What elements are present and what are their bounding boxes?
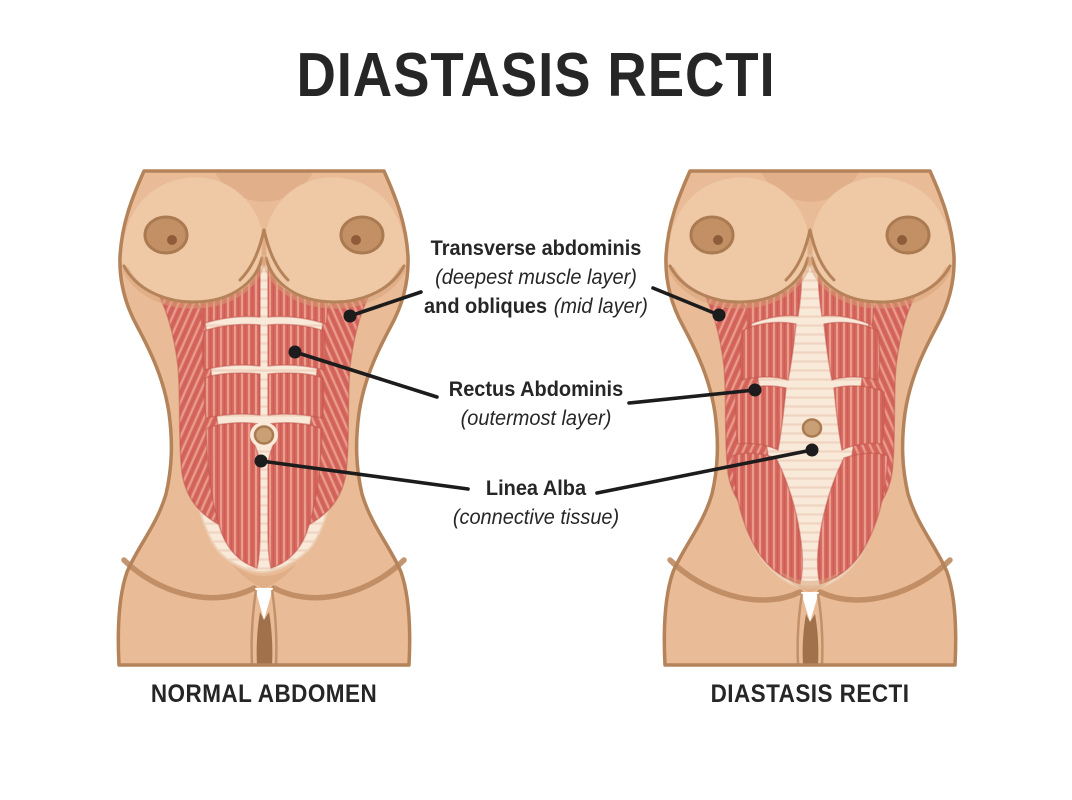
label-obliques-line: and obliques(mid layer) (394, 292, 679, 321)
label-rectus-name: Rectus Abdominis (448, 378, 624, 401)
label-transverse-detail: (deepest muscle layer) (435, 266, 637, 289)
label-linea-detail: (connective tissue) (452, 506, 620, 529)
breasts (122, 177, 406, 309)
torso-outline (116, 169, 412, 667)
label-linea-alba: Linea Alba (connective tissue) (394, 474, 679, 532)
normal-abdomen-figure (114, 168, 414, 668)
areola-left (689, 215, 735, 255)
normal-abdomen-illustration (116, 169, 412, 667)
label-rectus-detail: (outermost layer) (460, 407, 612, 430)
torso-outline (662, 169, 958, 667)
diastasis-recti-illustration (662, 169, 958, 667)
areola-right (885, 215, 931, 255)
areola-right (339, 215, 385, 255)
label-transverse-abdominis: Transverse abdominis (deepest muscle lay… (394, 234, 679, 321)
navel (801, 418, 823, 438)
navel (250, 422, 278, 448)
diastasis-recti-figure (660, 168, 960, 668)
breasts (668, 177, 952, 309)
groin-shading (121, 557, 407, 666)
diagram-title: DIASTASIS RECTI (296, 41, 776, 110)
label-linea-name: Linea Alba (485, 477, 587, 500)
caption-diastasis-recti: DIASTASIS RECTI (710, 680, 910, 708)
groin-shading (667, 557, 953, 666)
label-transverse-name: Transverse abdominis (430, 237, 642, 260)
areola-left (143, 215, 189, 255)
label-obliques-detail: (mid layer) (553, 295, 648, 318)
label-obliques-name: and obliques (424, 295, 548, 318)
label-rectus-abdominis: Rectus Abdominis (outermost layer) (394, 375, 679, 433)
caption-normal-abdomen: NORMAL ABDOMEN (150, 680, 378, 708)
